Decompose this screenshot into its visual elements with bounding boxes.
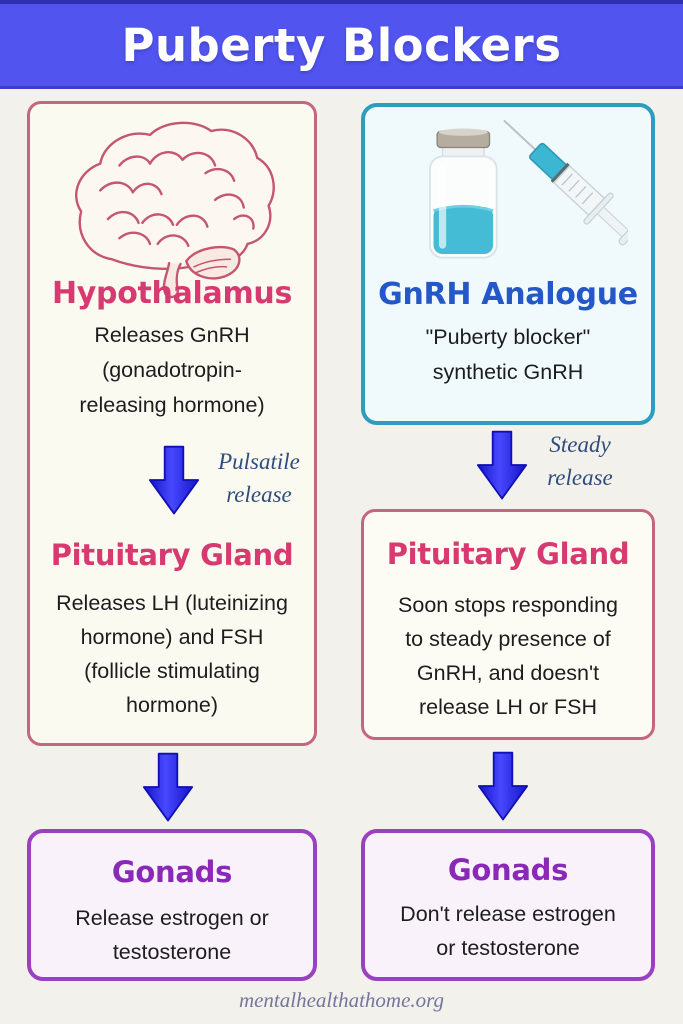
gonads-left-heading: Gonads xyxy=(111,855,233,889)
pituitary-left-heading: Pituitary Gland xyxy=(50,538,294,572)
down-arrow-icon xyxy=(142,752,194,822)
gnrh-analogue-box: GnRH Analogue "Puberty blocker" syntheti… xyxy=(361,103,655,425)
hypothalamus-box: Hypothalamus Releases GnRH (gonadotropin… xyxy=(27,101,317,746)
vial-syringe-icon xyxy=(429,119,628,259)
gnrh-analogue-body: "Puberty blocker" synthetic GnRH xyxy=(425,325,591,384)
brain-icon xyxy=(75,121,275,299)
pituitary-right-body: Soon stops responding to steady presence… xyxy=(398,593,618,719)
down-arrow-icon xyxy=(477,751,529,821)
steady-release-label: Steady release xyxy=(547,432,613,490)
pituitary-left-body: Releases LH (luteinizing hormone) and FS… xyxy=(56,591,288,717)
gonads-right-box: Gonads Don't release estrogen or testost… xyxy=(361,829,655,981)
gnrh-analogue-heading: GnRH Analogue xyxy=(378,277,638,312)
pituitary-right-box: Pituitary Gland Soon stops responding to… xyxy=(361,509,655,740)
gonads-left-box: Gonads Release estrogen or testosterone xyxy=(27,829,317,981)
gonads-left-body: Release estrogen or testosterone xyxy=(75,906,269,964)
pituitary-right-heading: Pituitary Gland xyxy=(386,537,630,571)
page-title: Puberty Blockers xyxy=(121,18,562,72)
header-banner: Puberty Blockers xyxy=(0,0,683,89)
hypothalamus-body: Releases GnRH (gonadotropin- releasing h… xyxy=(79,323,265,417)
gonads-right-body: Don't release estrogen or testosterone xyxy=(400,902,616,960)
pulsatile-release-label: Pulsatile release xyxy=(218,449,300,507)
down-arrow-icon xyxy=(148,445,200,515)
down-arrow-icon xyxy=(476,430,528,500)
hypothalamus-heading: Hypothalamus xyxy=(51,276,293,311)
gonads-right-heading: Gonads xyxy=(447,853,569,887)
watermark: mentalhealthathome.org xyxy=(238,988,445,1012)
